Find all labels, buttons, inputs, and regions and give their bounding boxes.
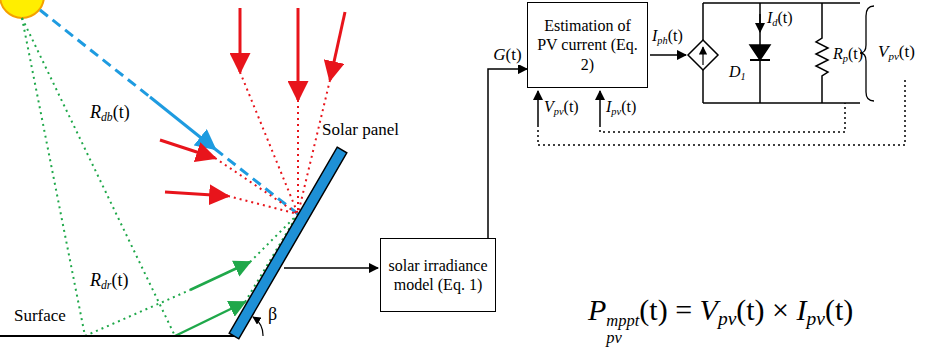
tilt-angle-arc <box>253 317 263 336</box>
box-text: solar irradiance model (Eq. 1) <box>388 256 488 294</box>
irradiance-label: Rdb(t) <box>90 102 130 124</box>
box-text: Estimation of PV current (Eq. 2) <box>535 16 640 74</box>
direct-beam <box>40 10 298 214</box>
signal-name: G(t) <box>492 45 522 65</box>
process-box: solar irradiance model (Eq. 1) <box>380 238 496 312</box>
signal-name: Ipv(t) <box>606 97 636 116</box>
signal-name: Vpv(t) <box>878 42 915 62</box>
power-formula: Ppvmppt(t) = Vpv(t) × Ipv(t) <box>588 292 853 346</box>
signal-name: Iph(t) <box>652 26 683 45</box>
panel-output-arrow <box>284 267 378 269</box>
component-name: Rp(t) <box>833 44 863 63</box>
signal-name: Vpv(t) <box>544 97 579 116</box>
part-name: Solar panel <box>322 120 399 140</box>
angle-label: β <box>268 304 277 326</box>
signal-name: Id(t) <box>767 8 793 27</box>
signal-connector <box>488 69 527 238</box>
component-name: D1 <box>729 62 746 81</box>
surface-line <box>0 335 236 337</box>
sun <box>0 0 44 18</box>
solar-panel <box>229 147 347 339</box>
process-box: Estimation of PV current (Eq. 2) <box>527 2 648 88</box>
part-name: Surface <box>14 306 66 326</box>
irradiance-label: Rdr(t) <box>90 270 128 292</box>
